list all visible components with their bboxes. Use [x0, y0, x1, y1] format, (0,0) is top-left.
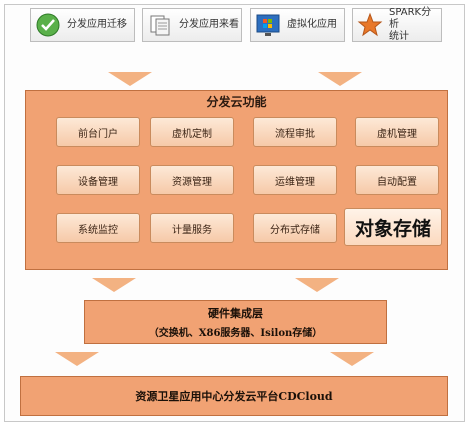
- function-cell: 运维管理: [253, 165, 337, 195]
- arrow-down-icon: [55, 352, 99, 366]
- function-panel: 分发云功能 前台门户 虚机定制 流程审批 虚机管理 设备管理 资源管理 运维管理…: [25, 90, 448, 270]
- function-cell: 计量服务: [150, 213, 234, 243]
- app-label-spark: SPARK分析 统计: [389, 7, 441, 43]
- application-row: 分发应用迁移 分发应用来看 虚拟化应用: [0, 0, 471, 50]
- panel-title: 分发云功能: [206, 95, 267, 109]
- function-cell: 资源管理: [150, 165, 234, 195]
- app-label-line1: SPARK分析: [389, 7, 432, 30]
- function-cell: 前台门户: [56, 117, 140, 147]
- arrow-down-icon: [108, 72, 152, 86]
- function-cell-highlight: 对象存储: [344, 208, 442, 246]
- app-chip-migration: 分发应用迁移: [30, 8, 135, 42]
- app-chip-virtualization: 虚拟化应用: [250, 8, 345, 42]
- arrow-down-icon: [295, 278, 339, 292]
- arrow-down-icon: [92, 278, 136, 292]
- function-cell: 虚机管理: [355, 117, 439, 147]
- app-label: 分发应用迁移: [67, 19, 127, 30]
- hardware-layer: 硬件集成层 （交换机、X86服务器、Isilon存储）: [84, 300, 387, 344]
- spark-star-icon: [357, 12, 383, 38]
- documents-icon: [147, 12, 173, 38]
- function-cell: 流程审批: [253, 117, 337, 147]
- platform-band: 资源卫星应用中心分发云平台CDCloud: [20, 376, 448, 416]
- arrow-down-icon: [330, 352, 374, 366]
- windows-desktop-icon: [255, 12, 281, 38]
- app-label-line2: 统计: [389, 31, 409, 42]
- arrow-down-icon: [318, 72, 362, 86]
- function-cell: 系统监控: [56, 213, 140, 243]
- function-cell: 虚机定制: [150, 117, 234, 147]
- globe-check-icon: [35, 12, 61, 38]
- function-cell: 分布式存储: [253, 213, 337, 243]
- app-label: 虚拟化应用: [287, 19, 337, 30]
- hardware-subtitle: （交换机、X86服务器、Isilon存储）: [148, 328, 323, 339]
- app-label: 分发应用来看: [179, 19, 239, 30]
- hardware-title: 硬件集成层: [208, 307, 263, 320]
- app-chip-look: 分发应用来看: [142, 8, 242, 42]
- app-chip-spark: SPARK分析 统计: [352, 7, 442, 43]
- function-cell: 设备管理: [56, 165, 140, 195]
- function-cell: 自动配置: [355, 165, 439, 195]
